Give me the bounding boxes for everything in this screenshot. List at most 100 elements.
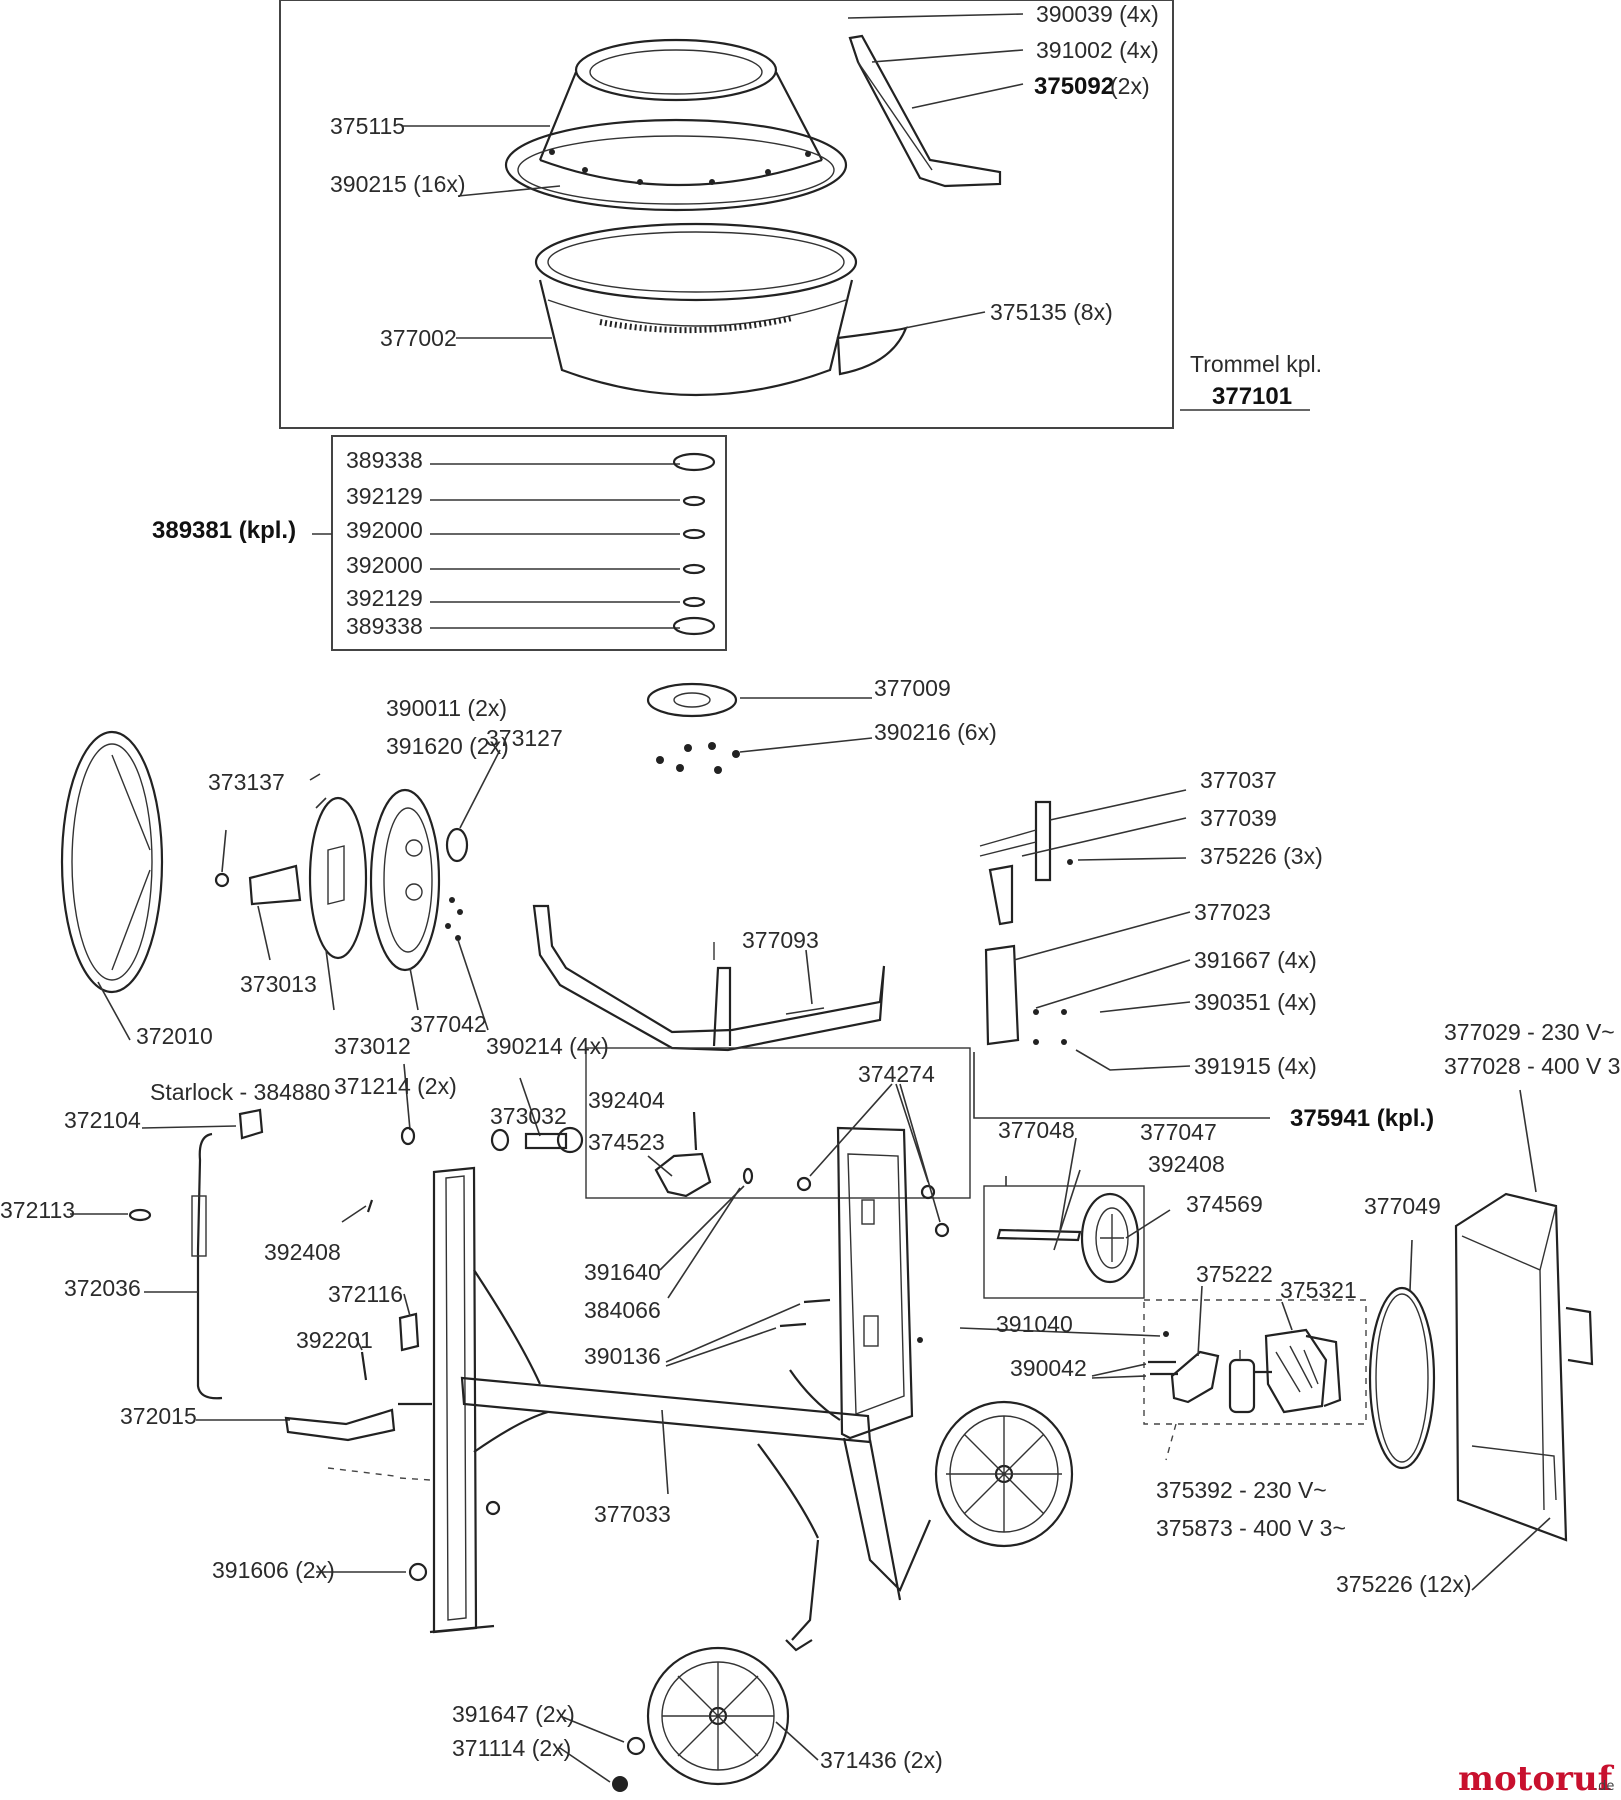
switch-bracket-part	[979, 789, 1187, 926]
gear-segment-part	[836, 326, 908, 376]
label-391647: 391647 (2x)	[452, 1701, 575, 1727]
label-377048: 377048	[998, 1117, 1075, 1143]
label-377023: 377023	[1194, 899, 1271, 925]
bearing-kit-frame	[331, 435, 727, 651]
main-frame-part	[398, 1166, 932, 1652]
label-373137: 373137	[208, 769, 285, 795]
label-373012: 373012	[334, 1033, 411, 1059]
drive-belt-part	[1368, 1239, 1436, 1470]
motor-cover-part	[1454, 1089, 1594, 1591]
label-375321: 375321	[1280, 1277, 1357, 1303]
label-377029: 377029 - 230 V~	[1444, 1019, 1615, 1045]
seal-ring-part	[445, 749, 501, 863]
label-391606: 391606 (2x)	[212, 1557, 335, 1583]
label-372015: 372015	[120, 1403, 197, 1429]
label-374523: 374523	[588, 1129, 665, 1155]
bearing-kit-parts	[312, 452, 716, 636]
label-391667: 391667 (4x)	[1194, 947, 1317, 973]
label-391002: 391002 (4x)	[1036, 37, 1159, 63]
screws-390214	[445, 897, 489, 1031]
wheel-front-part	[934, 1400, 1074, 1548]
label-377037: 377037	[1200, 767, 1277, 793]
drum-leader-lines	[402, 13, 1310, 411]
label-389338b: 389338	[346, 613, 423, 639]
drum-cone-part	[504, 38, 848, 212]
capacitor-part	[1228, 1350, 1256, 1414]
label-391640: 391640	[584, 1259, 661, 1285]
label-392000a: 392000	[346, 517, 423, 543]
drum-number: 377101	[1212, 383, 1292, 410]
assembly-dash	[327, 1467, 431, 1481]
axle-pulley-part	[996, 1137, 1171, 1284]
drum-flange-part	[646, 682, 873, 774]
label-392201: 392201	[296, 1327, 373, 1353]
label-392404: 392404	[588, 1087, 665, 1113]
motor-kit-label: 375941 (kpl.)	[1290, 1105, 1434, 1132]
label-372116: 372116	[328, 1281, 403, 1307]
label-373013: 373013	[240, 971, 317, 997]
label-377033: 377033	[594, 1501, 671, 1527]
bearing-kit-label: 389381 (kpl.)	[152, 517, 296, 544]
drum-yoke-part	[532, 904, 886, 1052]
label-390011: 390011 (2x)	[386, 695, 507, 721]
label-392129a: 392129	[346, 483, 423, 509]
label-373127: 373127	[486, 725, 563, 751]
label-375092-qty: (2x)	[1110, 73, 1150, 99]
label-375115: 375115	[330, 113, 405, 139]
gear-housing-part	[796, 1083, 950, 1440]
label-375135: 375135 (8x)	[990, 299, 1113, 325]
label-392408a: 392408	[1148, 1151, 1225, 1177]
brand-logo: motoruf .de	[1458, 1759, 1615, 1799]
pinion-shaft-parts	[490, 1077, 754, 1299]
label-375226a: 375226 (3x)	[1200, 843, 1323, 869]
label-392408b: 392408	[264, 1239, 341, 1265]
label-375873: 375873 - 400 V 3~	[1156, 1515, 1346, 1541]
label-377093: 377093	[742, 927, 819, 953]
screws-390042-391040	[917, 1327, 1178, 1379]
label-374569: 374569	[1186, 1191, 1263, 1217]
label-377009: 377009	[874, 675, 951, 701]
motor-part	[1254, 1301, 1342, 1414]
brand-main: motoruf	[1458, 1759, 1615, 1799]
label-375226b: 375226 (12x)	[1336, 1571, 1472, 1597]
motor-group-outline	[1143, 1299, 1367, 1425]
label-390136: 390136	[584, 1343, 661, 1369]
label-391040: 391040	[996, 1311, 1073, 1337]
label-377028: 377028 - 400 V 3~	[1444, 1053, 1621, 1079]
handwheel-part	[60, 730, 164, 1041]
lever-rod-part	[70, 1108, 396, 1442]
label-391915: 391915 (4x)	[1194, 1053, 1317, 1079]
label-371114: 371114 (2x)	[452, 1735, 571, 1761]
label-377049: 377049	[1364, 1193, 1441, 1219]
axle-group-outline	[983, 1185, 1145, 1299]
cover-plate-part	[308, 773, 368, 1011]
label-371436: 371436 (2x)	[820, 1747, 943, 1773]
drum-title: Trommel kpl.	[1190, 351, 1322, 377]
label-377047: 377047	[1140, 1119, 1217, 1145]
brand-tld: .de	[1594, 1779, 1614, 1794]
label-384066: 384066	[584, 1297, 661, 1323]
label-372104: 372104	[64, 1107, 141, 1133]
kit-bracket-line	[973, 1052, 1270, 1119]
assembly-dash-2	[1165, 1423, 1177, 1461]
label-373032: 373032	[490, 1103, 567, 1129]
washers-bottom	[316, 1562, 646, 1792]
label-390042: 390042	[1010, 1355, 1087, 1381]
label-375222: 375222	[1196, 1261, 1273, 1287]
label-392000b: 392000	[346, 552, 423, 578]
label-377002: 377002	[380, 325, 457, 351]
label-374274: 374274	[858, 1061, 935, 1087]
label-375392: 375392 - 230 V~	[1156, 1477, 1327, 1503]
screws-390136	[665, 1298, 831, 1367]
label-377039: 377039	[1200, 805, 1277, 831]
label-372113: 372113	[0, 1197, 75, 1223]
label-371214: 371214 (2x)	[334, 1073, 457, 1099]
label-391620: 391620 (2x)	[386, 733, 509, 759]
drum-group-frame	[279, 0, 1174, 429]
label-starlock: Starlock - 384880	[150, 1079, 330, 1105]
drum-base-part	[534, 222, 858, 397]
gear-group-outline	[585, 1047, 971, 1199]
